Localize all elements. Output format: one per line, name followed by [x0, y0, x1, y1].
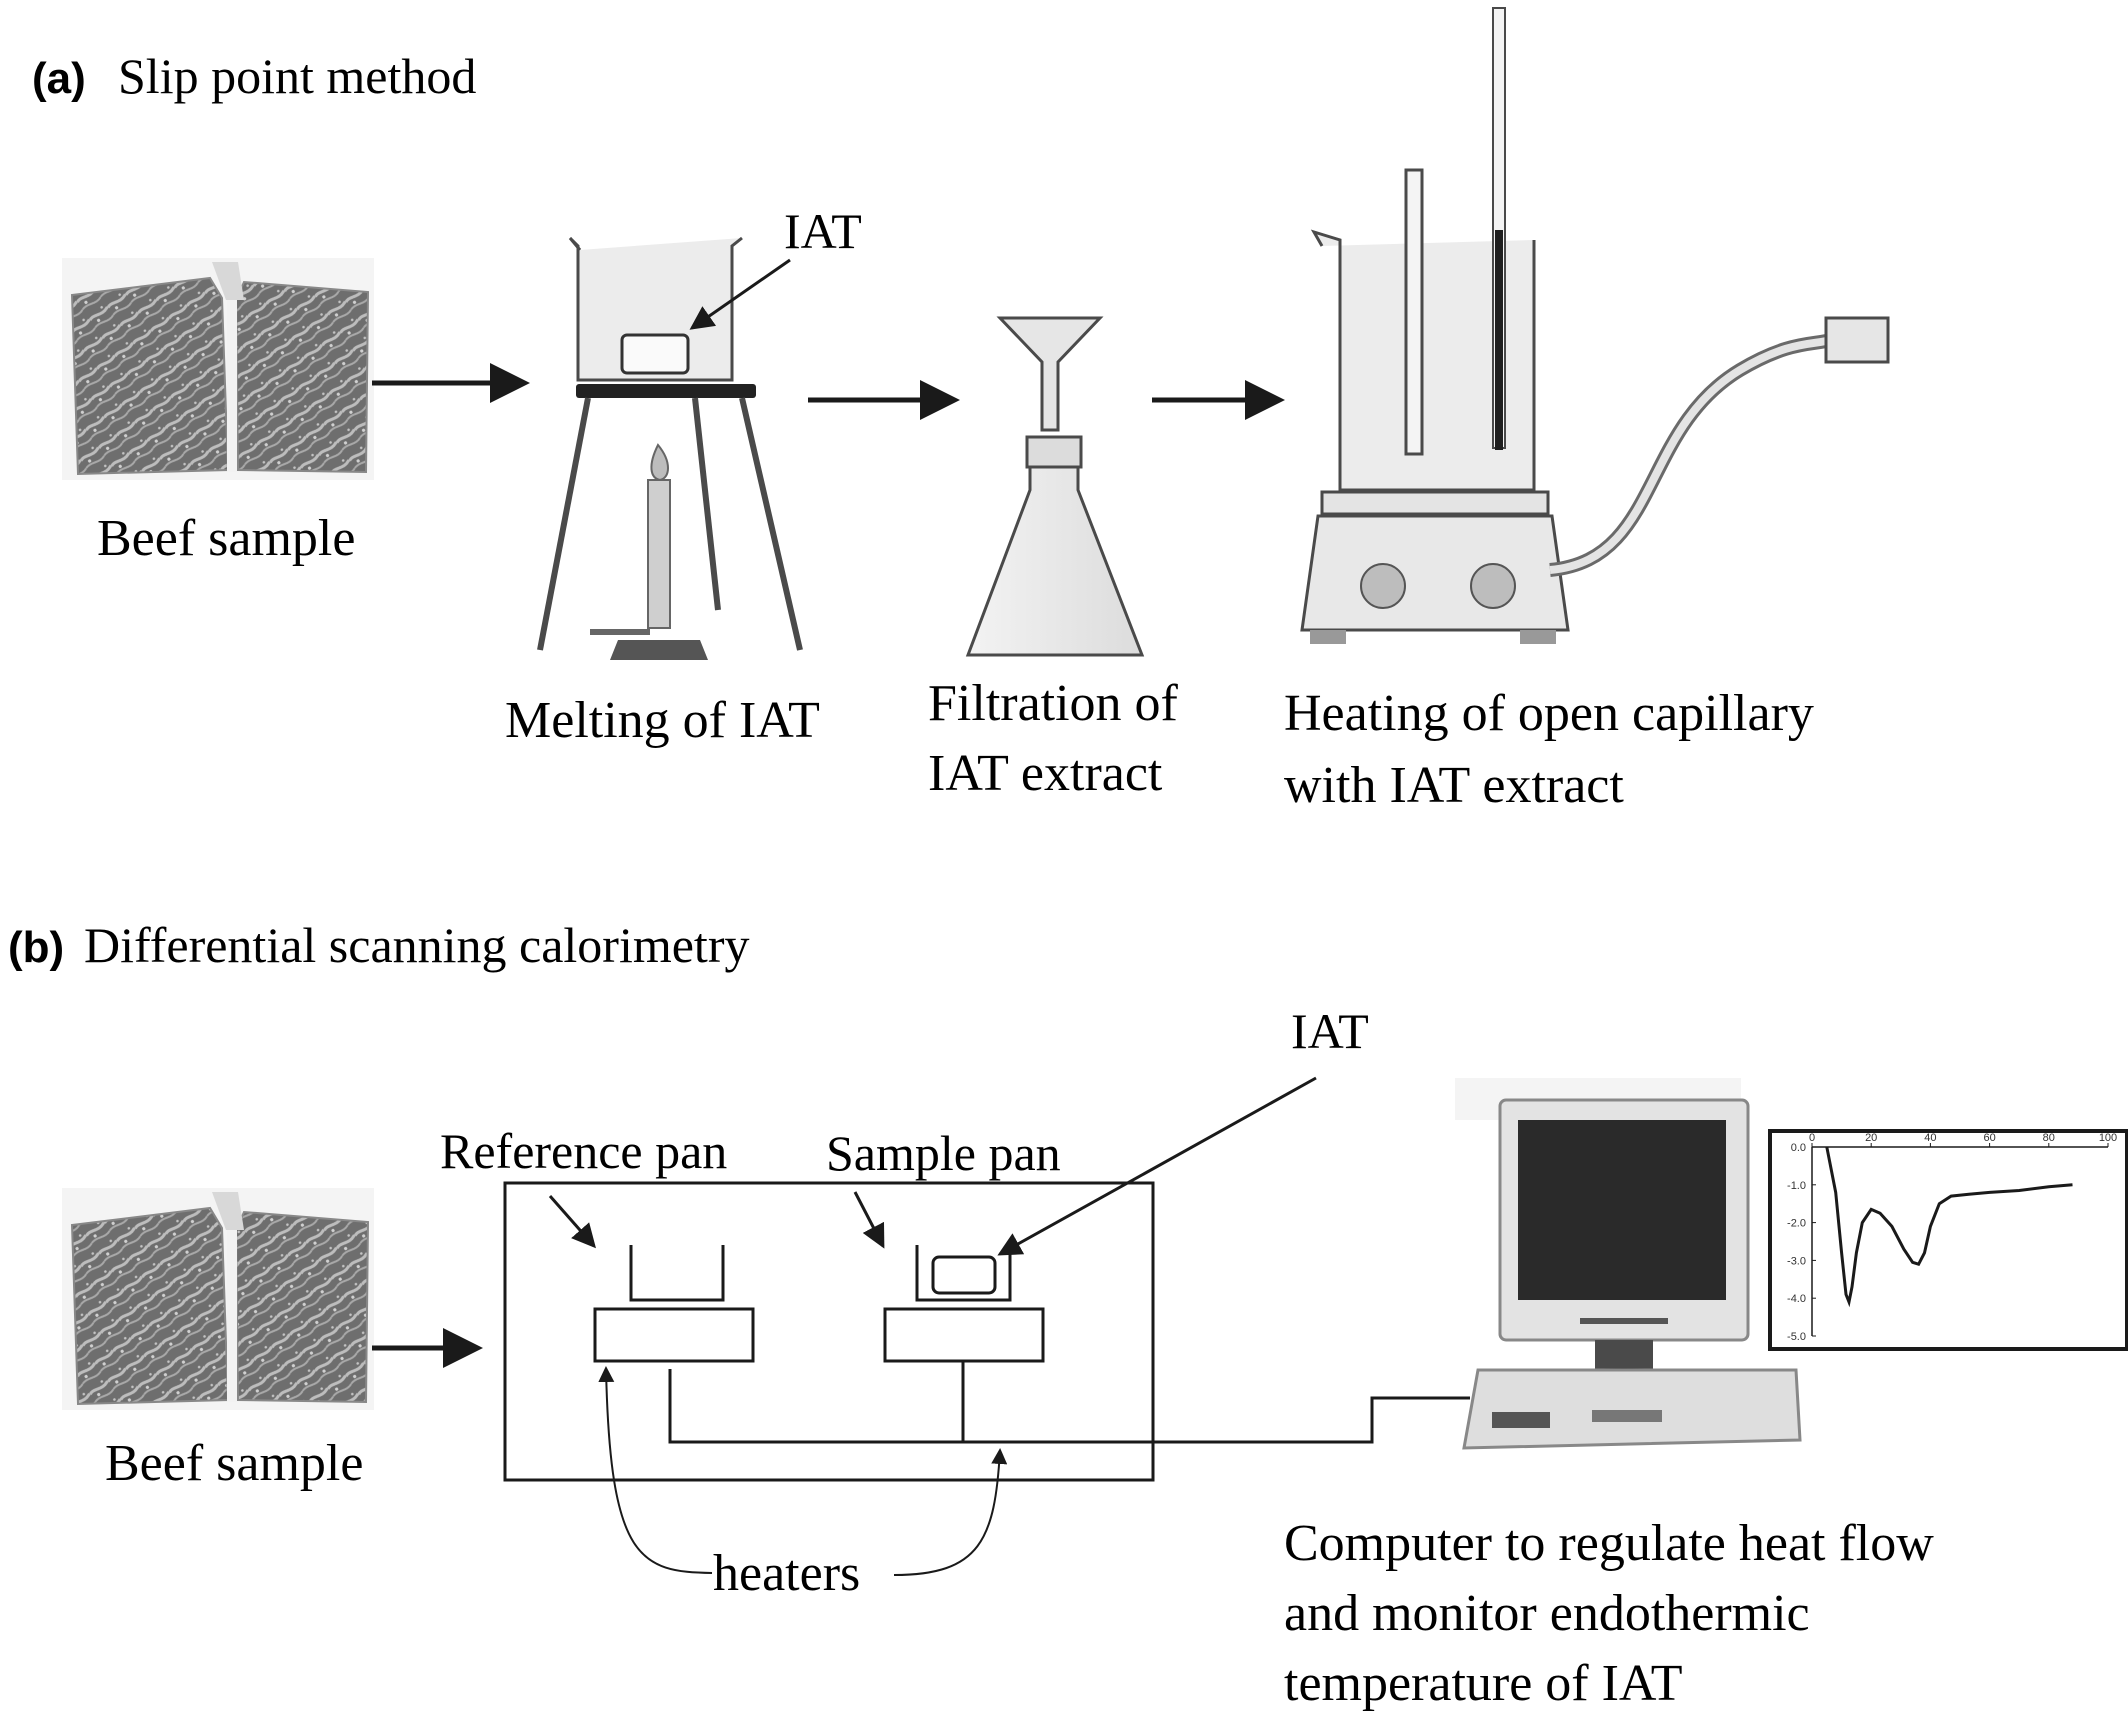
thermogram-x-tick-label: 80: [2043, 1132, 2055, 1144]
sample-heater-block: [883, 1307, 1045, 1363]
iat-sample-block-b: [931, 1255, 997, 1295]
beef-sample-image-b: [62, 1188, 374, 1410]
thermogram-axes: 0 20 40 60 80 100 0.0 -1.0 -2.0 -3.0 -4.0 -5.0: [1787, 1132, 2117, 1343]
capillary-tube: [1404, 168, 1424, 456]
heating-label-line-1: Heating of open capillary: [1284, 685, 1814, 742]
reference-heater-block: [593, 1307, 755, 1363]
filtration-apparatus: [965, 316, 1145, 657]
computer-label-line-3: temperature of IAT: [1284, 1655, 1682, 1712]
iat-sample-block: [620, 333, 690, 375]
heating-label-line-2: with IAT extract: [1284, 757, 1624, 814]
computer-label-line-1: Computer to regulate heat flow: [1284, 1515, 1934, 1572]
computer-label-line-2: and monitor endothermic: [1284, 1585, 1810, 1642]
knob-left-icon: [1360, 563, 1406, 609]
filtration-label-line-2: IAT extract: [928, 745, 1163, 802]
thermogram-curve: [1825, 1146, 2073, 1308]
melting-apparatus: [537, 236, 803, 660]
iat-pointer-b: [997, 1076, 1317, 1256]
thermogram-x-tick-label: 100: [2099, 1132, 2117, 1144]
thermogram-x-tick-label: 40: [1924, 1132, 1936, 1144]
thermogram-y-tick-label: 0.0: [1791, 1142, 1806, 1154]
computer-base: [1462, 1368, 1802, 1450]
panel-b-title: Differential scanning calorimetry: [84, 917, 749, 973]
beef-sample-label-a: Beef sample: [97, 510, 355, 567]
panel-a-letter: (a): [32, 54, 86, 103]
panel-b-letter: (b): [8, 923, 64, 972]
reference-pan: [593, 1245, 755, 1363]
melting-label: Melting of IAT: [505, 692, 820, 749]
thermogram-x-tick-label: 20: [1865, 1132, 1877, 1144]
panel-b: (b) Differential scanning calorimetry Be…: [8, 917, 2128, 1712]
thermogram-y-tick-label: -2.0: [1787, 1218, 1806, 1230]
heating-apparatus: [1300, 7, 1890, 644]
heater-wiring: [668, 1369, 1470, 1444]
monitor-screen: [1518, 1120, 1726, 1300]
thermogram-frame: [1768, 1129, 2128, 1351]
iat-pointer-a: [689, 258, 791, 330]
panel-a: (a) Slip point method Beef sample IAT: [32, 7, 1890, 814]
thermogram-x-tick-label: 0: [1809, 1132, 1815, 1144]
thermogram-y-tick-label: -5.0: [1787, 1331, 1806, 1343]
beef-sample-image-a: [62, 258, 374, 480]
sample-pan-label: Sample pan: [826, 1125, 1061, 1181]
heater-pointer-left: [598, 1366, 713, 1574]
heater-pointer-right: [893, 1448, 1008, 1576]
dsc-cell-box: [503, 1181, 1155, 1482]
iat-label-a: IAT: [784, 203, 862, 259]
panel-a-title: Slip point method: [118, 48, 476, 104]
beef-sample-label-b: Beef sample: [105, 1435, 363, 1492]
filtration-label-line-1: Filtration of: [928, 675, 1179, 732]
thermogram-x-tick-label: 60: [1983, 1132, 1995, 1144]
sample-pan: [883, 1245, 1045, 1363]
thermogram-y-tick-label: -1.0: [1787, 1180, 1806, 1192]
iat-label-b: IAT: [1291, 1003, 1369, 1059]
heaters-label: heaters: [713, 1545, 860, 1602]
reference-pan-label: Reference pan: [440, 1123, 727, 1179]
thermogram-y-tick-label: -3.0: [1787, 1255, 1806, 1267]
thermogram-y-tick-label: -4.0: [1787, 1293, 1806, 1305]
computer-image: [1455, 1078, 1802, 1450]
reference-pan-pointer: [548, 1195, 596, 1249]
knob-right-icon: [1470, 563, 1516, 609]
thermogram-plot: 0 20 40 60 80 100 0.0 -1.0 -2.0 -3.0 -4.0 -5.0: [1768, 1129, 2128, 1351]
sample-pan-pointer: [853, 1191, 885, 1249]
